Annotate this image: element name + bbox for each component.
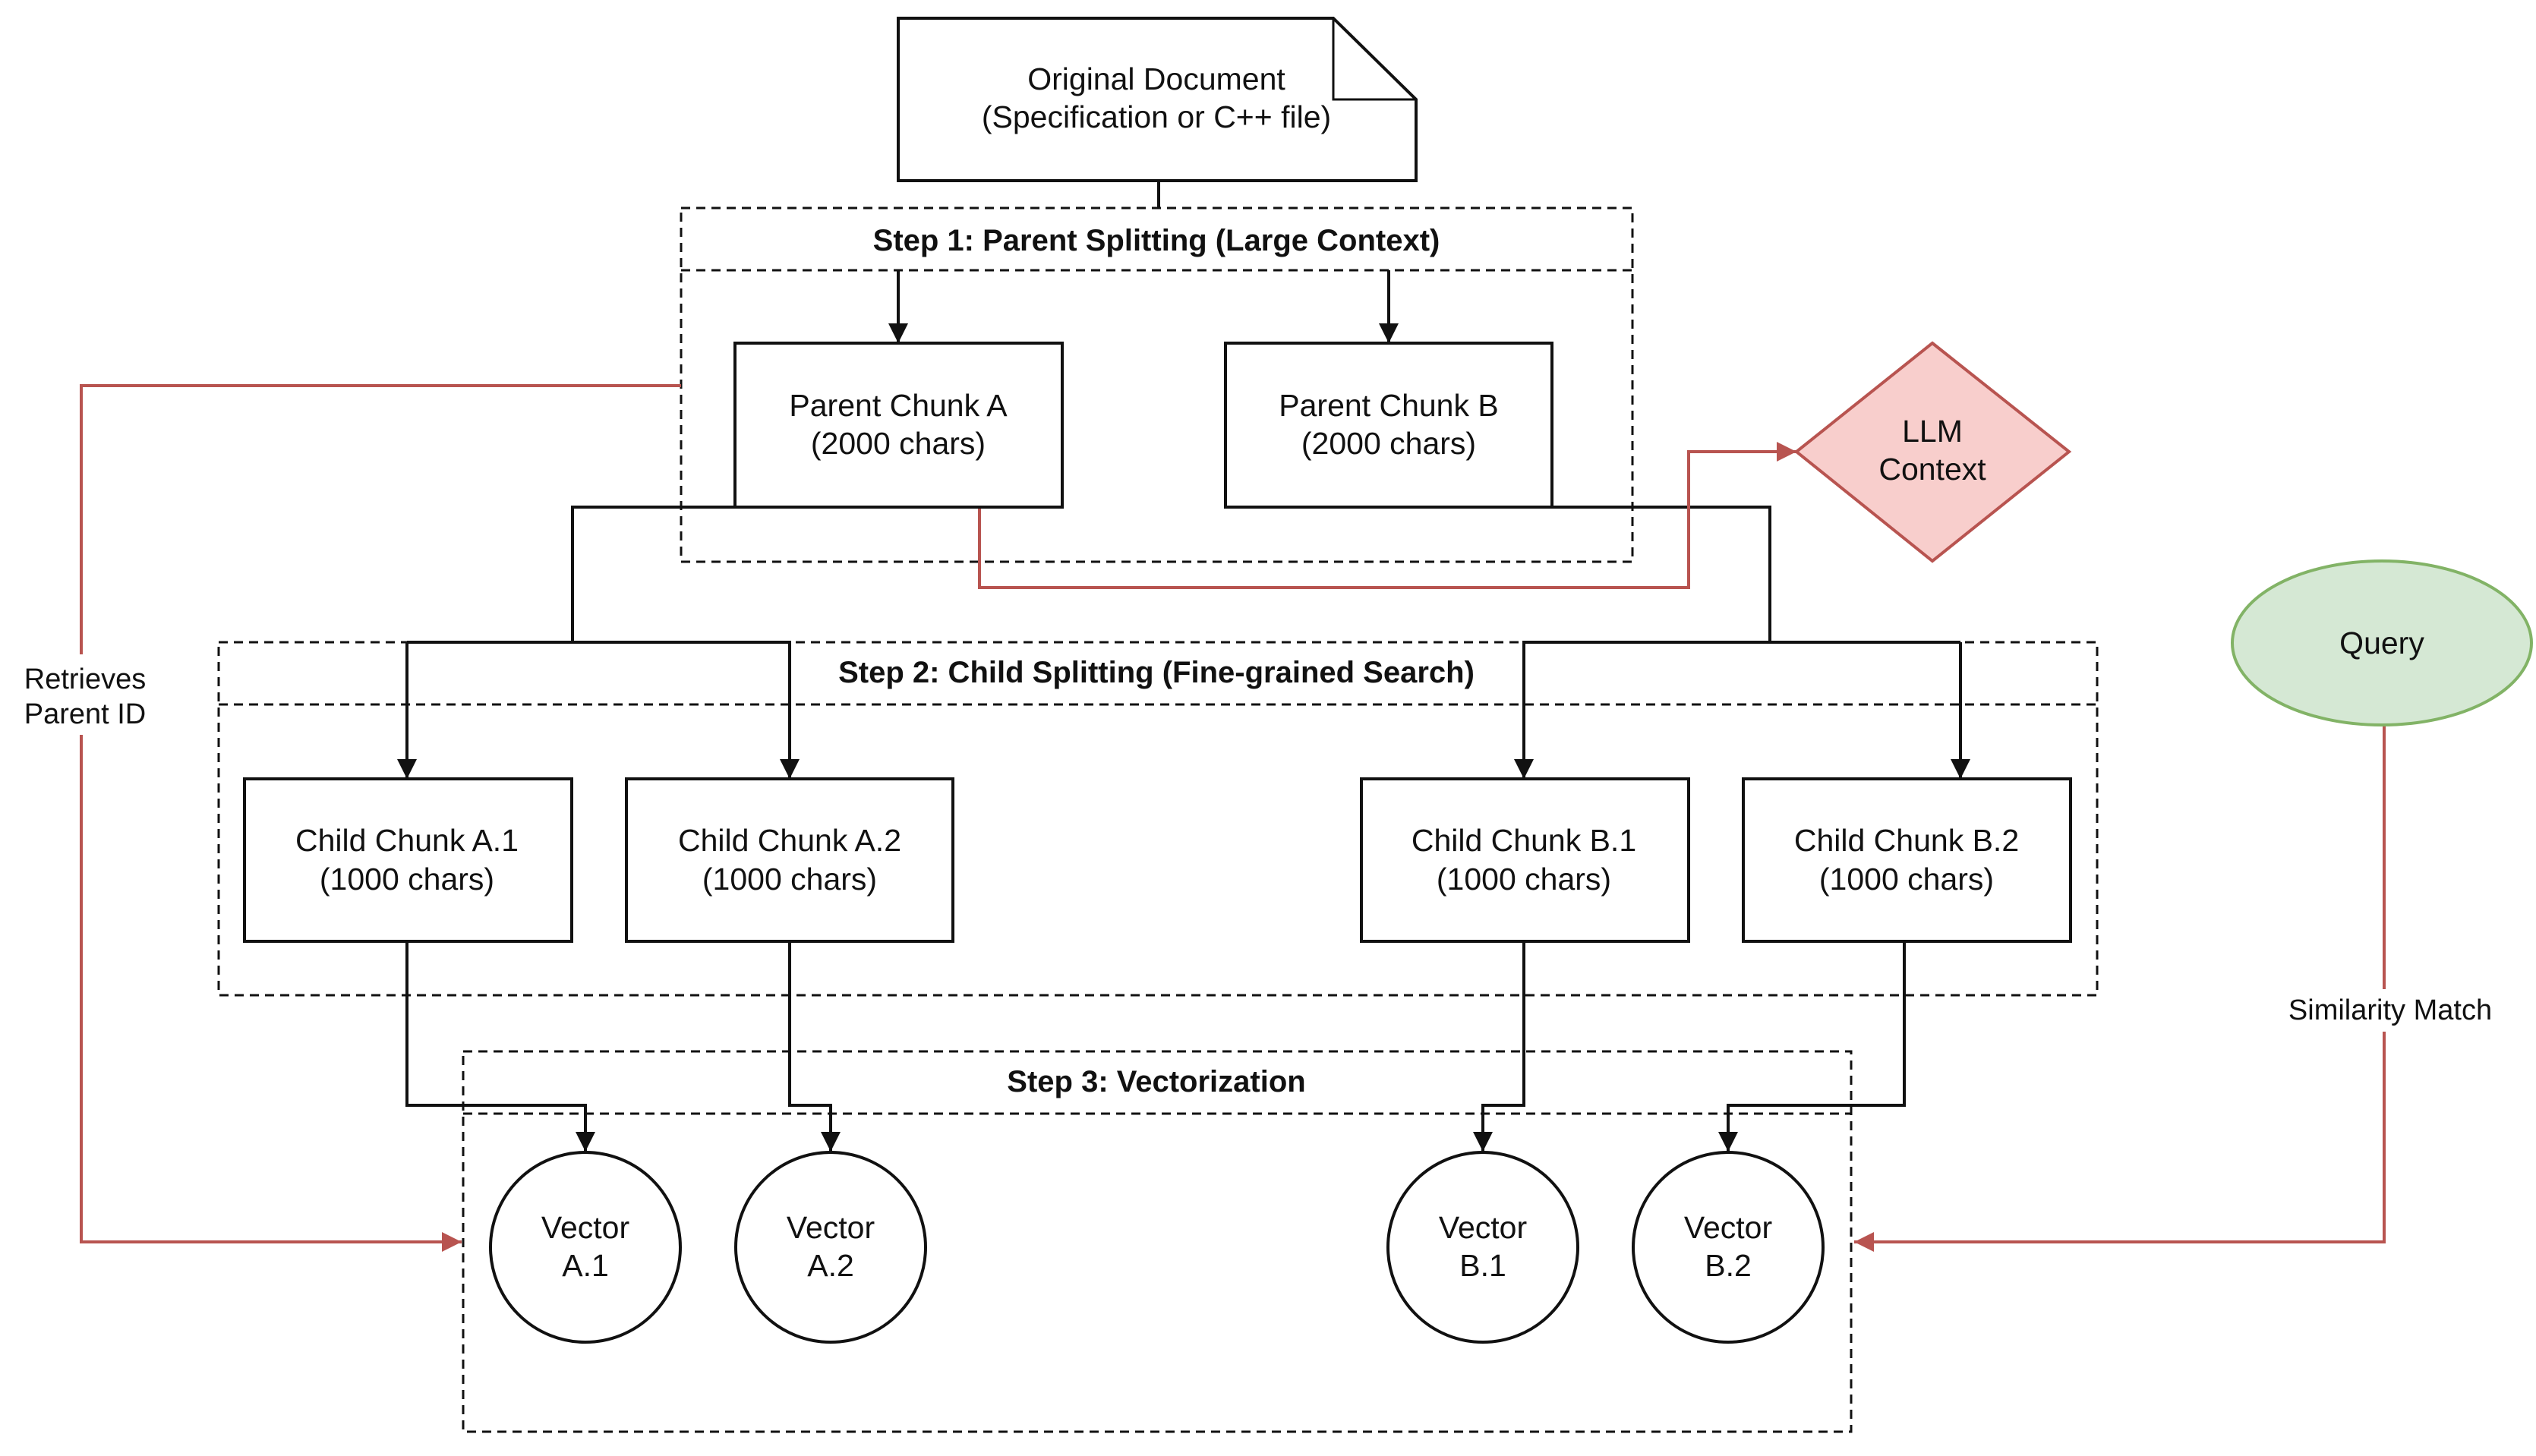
vector-b2-line1: Vector [1684, 1210, 1772, 1245]
parent-chunk-a-size: (2000 chars) [811, 426, 986, 461]
edge-to-child-a2 [407, 641, 800, 779]
edge-parent-b-children [1552, 506, 1771, 642]
vector-b1-line1: Vector [1439, 1210, 1527, 1245]
edge-retrieves-parent-id [80, 384, 681, 1252]
red-edges [80, 384, 2386, 1252]
edge-parent-a-to-llm [978, 442, 1796, 589]
parent-chunk-b-title: Parent Chunk B [1279, 388, 1498, 423]
document-subtitle: (Specification or C++ file) [982, 99, 1331, 134]
vector-b1: Vector B.1 [1386, 1151, 1579, 1344]
query-label: Query [2339, 626, 2424, 660]
step1-title: Step 1: Parent Splitting (Large Context) [873, 224, 1440, 257]
similarity-match-label: Similarity Match [2288, 994, 2492, 1026]
step2-title: Step 2: Child Splitting (Fine-grained Se… [838, 656, 1475, 689]
step3-group: Step 3: Vectorization [462, 1050, 1853, 1433]
retrieves-label: Retrieves [24, 663, 147, 695]
vector-a2: Vector A.2 [734, 1151, 927, 1344]
vector-a2-line1: Vector [787, 1210, 875, 1245]
edge-similarity-match [1854, 725, 2386, 1252]
vector-b1-line2: B.1 [1459, 1248, 1506, 1283]
edge-child-a2-to-vector [788, 941, 841, 1152]
child-chunk-b2-size: (1000 chars) [1819, 862, 1994, 897]
edge-parent-a-children [571, 506, 735, 642]
child-chunk-a2: Child Chunk A.2 (1000 chars) [625, 777, 954, 943]
child-chunk-a1: Child Chunk A.1 (1000 chars) [243, 777, 573, 943]
document-title: Original Document [1027, 61, 1285, 96]
vector-a1-line2: A.1 [562, 1248, 609, 1283]
vector-b2: Vector B.2 [1632, 1151, 1825, 1344]
edge-child-b1-to-vector [1473, 941, 1525, 1152]
parent-chunk-b-size: (2000 chars) [1301, 426, 1476, 461]
llm-context-node: LLM Context [1793, 341, 2072, 563]
child-chunk-a1-title: Child Chunk A.1 [295, 823, 519, 858]
child-chunk-b1-size: (1000 chars) [1437, 862, 1611, 897]
llm-context-line1: LLM [1902, 414, 1963, 449]
child-chunk-a1-size: (1000 chars) [320, 862, 494, 897]
vector-a1: Vector A.1 [489, 1151, 682, 1344]
edge-to-child-b1 [1514, 641, 1960, 779]
llm-context-line2: Context [1878, 452, 1986, 487]
edge-child-a1-to-vector [405, 941, 595, 1152]
step3-title: Step 3: Vectorization [1007, 1065, 1305, 1098]
child-chunk-b2-title: Child Chunk B.2 [1794, 823, 2019, 858]
step2-group: Step 2: Child Splitting (Fine-grained Se… [217, 641, 2099, 997]
child-chunk-b1: Child Chunk B.1 (1000 chars) [1360, 777, 1690, 943]
parent-chunk-a: Parent Chunk A (2000 chars) [733, 342, 1064, 509]
edge-labels: Retrieves Parent ID Similarity Match [14, 654, 2498, 1032]
step1-group: Step 1: Parent Splitting (Large Context) [680, 206, 1634, 563]
parent-chunk-b: Parent Chunk B (2000 chars) [1224, 342, 1553, 509]
parent-chunk-a-title: Parent Chunk A [789, 388, 1008, 423]
child-chunk-b2: Child Chunk B.2 (1000 chars) [1742, 777, 2072, 943]
edge-child-b2-to-vector [1718, 941, 1906, 1152]
child-chunk-b1-title: Child Chunk B.1 [1412, 823, 1636, 858]
child-chunk-a2-title: Child Chunk A.2 [678, 823, 901, 858]
parent-id-label: Parent ID [24, 698, 147, 730]
child-chunk-a2-size: (1000 chars) [702, 862, 877, 897]
edges [397, 181, 1970, 1152]
query-node: Query [2231, 559, 2533, 726]
vector-a2-line2: A.2 [807, 1248, 854, 1283]
vector-a1-line1: Vector [541, 1210, 629, 1245]
original-document-node: Original Document (Specification or C++ … [897, 17, 1418, 182]
vector-b2-line2: B.2 [1705, 1248, 1752, 1283]
